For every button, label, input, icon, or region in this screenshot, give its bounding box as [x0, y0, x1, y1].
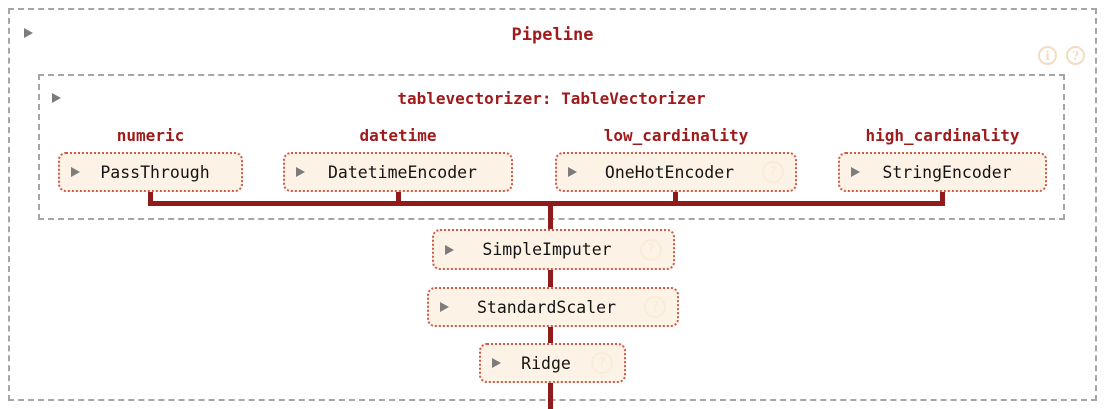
estimator-label: StringEncoder	[882, 162, 1012, 182]
connector-line	[396, 192, 401, 201]
estimator-help-icon[interactable]: ?	[762, 161, 784, 183]
estimator-help-icon[interactable]: ?	[591, 352, 613, 374]
tablevectorizer-title[interactable]: tablevectorizer: TableVectorizer	[397, 89, 706, 108]
estimator-help-icon[interactable]: ?	[640, 238, 662, 261]
column-header-numeric: numeric	[116, 126, 185, 145]
pipeline-expand-toggle-icon[interactable]	[24, 28, 33, 38]
estimator-box-datetimeencoder[interactable]: DatetimeEncoder	[283, 152, 513, 192]
column-header-low-cardinality: low_cardinality	[603, 126, 749, 145]
connector-line	[548, 325, 553, 343]
connector-line	[940, 192, 945, 201]
column-header-high-cardinality: high_cardinality	[865, 126, 1020, 145]
estimator-label: DatetimeEncoder	[327, 162, 477, 182]
pipeline-title[interactable]: Pipeline	[511, 25, 594, 45]
estimator-box-onehotencoder[interactable]: OneHotEncoder ?	[555, 152, 797, 192]
estimator-label: OneHotEncoder	[604, 162, 735, 182]
estimator-box-simpleimputer[interactable]: SimpleImputer ?	[432, 229, 675, 270]
column-header-datetime: datetime	[359, 126, 437, 145]
connector-line	[548, 269, 553, 287]
expand-toggle-icon[interactable]	[568, 167, 577, 177]
estimator-label: StandardScaler	[476, 297, 617, 317]
estimator-box-ridge[interactable]: Ridge ?	[479, 343, 626, 383]
estimator-box-standardscaler[interactable]: StandardScaler ?	[427, 287, 679, 327]
tablevectorizer-expand-toggle-icon[interactable]	[52, 93, 61, 103]
estimator-help-icon[interactable]: ?	[644, 296, 666, 318]
estimator-box-passthrough[interactable]: PassThrough	[58, 152, 243, 192]
connector-line	[548, 201, 553, 229]
expand-toggle-icon[interactable]	[296, 167, 305, 177]
connector-line	[148, 201, 945, 206]
expand-toggle-icon[interactable]	[440, 302, 449, 312]
expand-toggle-icon[interactable]	[445, 244, 454, 255]
connector-line	[673, 192, 678, 201]
estimator-label: PassThrough	[100, 162, 210, 182]
info-icon[interactable]: i	[1038, 46, 1057, 65]
estimator-box-stringencoder[interactable]: StringEncoder	[838, 152, 1047, 192]
connector-line	[148, 192, 153, 201]
estimator-label: SimpleImputer	[482, 240, 612, 259]
estimator-label: Ridge	[521, 353, 571, 373]
expand-toggle-icon[interactable]	[71, 167, 80, 177]
help-icon[interactable]: ?	[1066, 46, 1085, 65]
connector-line	[548, 381, 553, 409]
expand-toggle-icon[interactable]	[492, 358, 501, 368]
expand-toggle-icon[interactable]	[851, 167, 860, 177]
